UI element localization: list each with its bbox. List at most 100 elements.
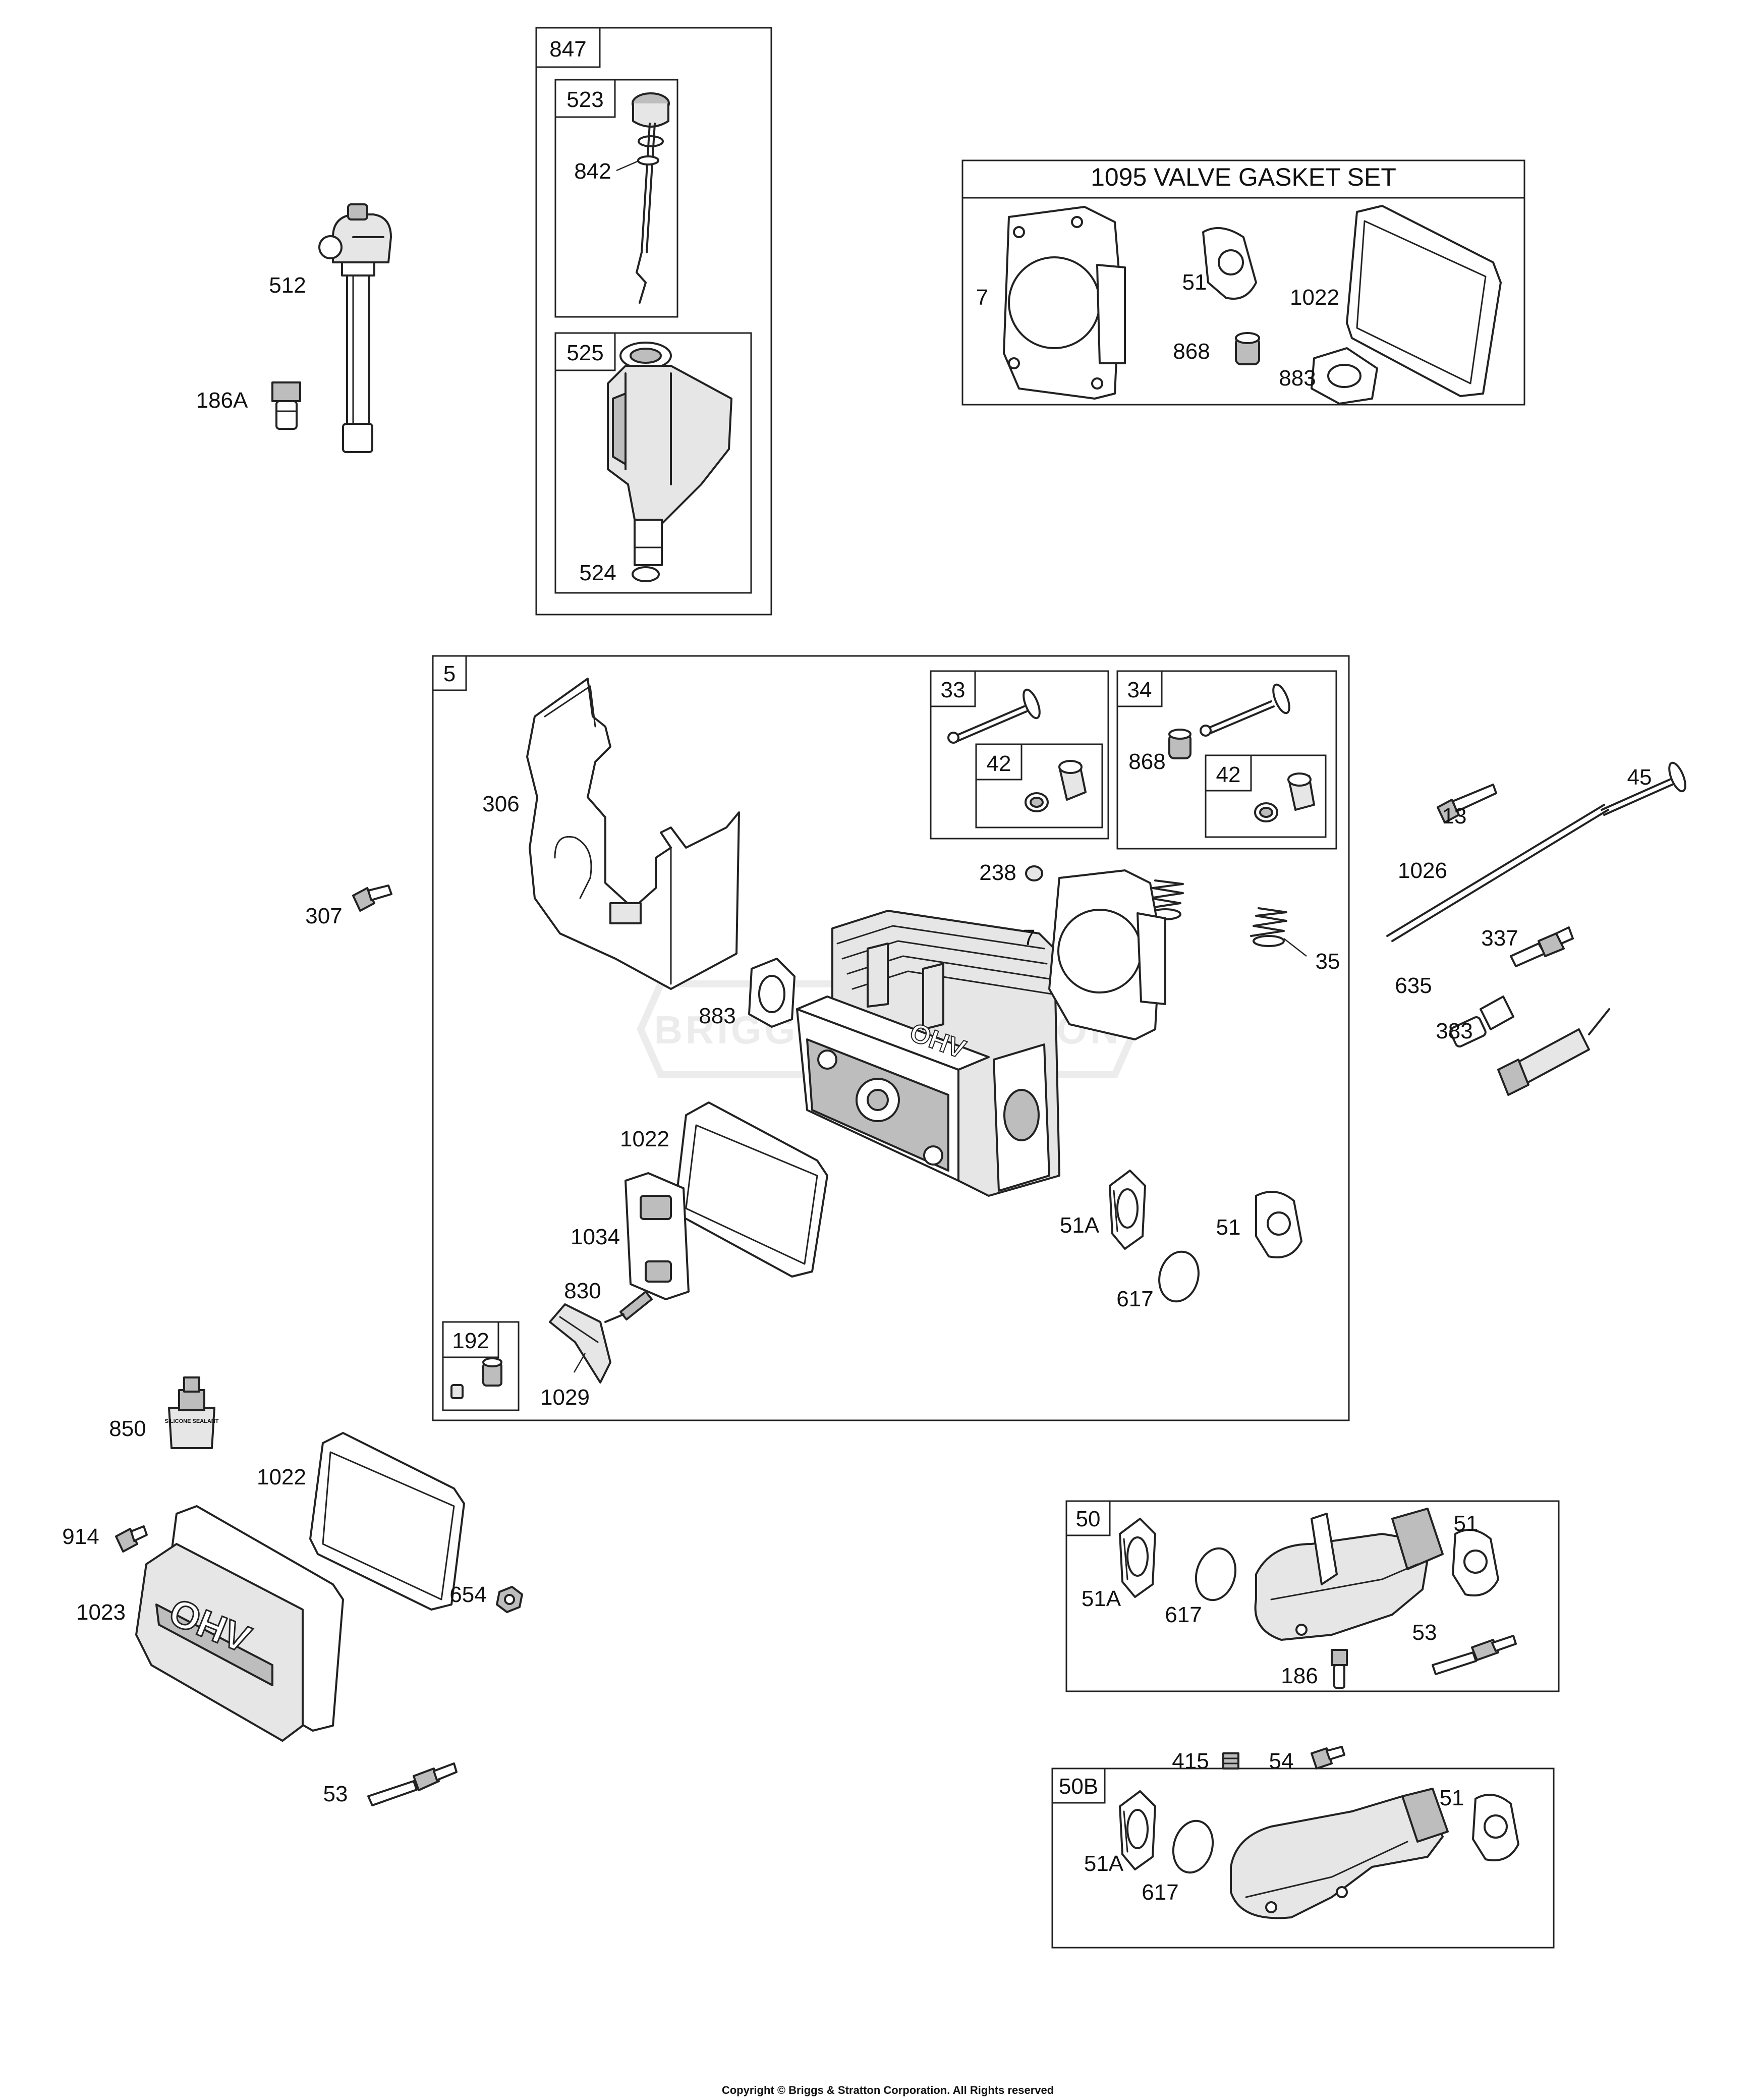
- callout-51-set: 51: [1182, 270, 1207, 295]
- part-523-dipstick: [632, 92, 670, 304]
- box-50-intake-manifold: 50 51A 617 51 53 186: [1065, 1500, 1560, 1692]
- subbox-34: [1116, 670, 1337, 850]
- part-1029-rocker: [549, 1303, 611, 1384]
- part-186-fitting: [1331, 1649, 1348, 1689]
- part-50B-intake-manifold-body: [1230, 1788, 1449, 1919]
- part-51A-gasket-50B: [1119, 1790, 1156, 1870]
- part-830-stud: [604, 1291, 653, 1323]
- subbox-525-tag: 525: [566, 341, 603, 365]
- part-635-spark-plug-boot: [1449, 996, 1514, 1048]
- part-51A-gasket-head: [1109, 1170, 1146, 1250]
- part-7-head-gasket: [1003, 206, 1126, 400]
- part-50-intake-manifold-body: [1254, 1508, 1444, 1641]
- part-51A-gasket-50: [1119, 1518, 1156, 1598]
- callout-307: 307: [305, 904, 342, 928]
- box-1095-valve-gasket-set: 1095 VALVE GASKET SET 7 51 868 883 10: [961, 159, 1525, 406]
- callout-7-head: 7: [1023, 925, 1035, 950]
- callout-635: 635: [1395, 973, 1432, 998]
- part-1034-breather: [625, 1172, 690, 1300]
- part-1023-valve-cover: OHV: [135, 1505, 344, 1742]
- part-13-bolt: [1437, 784, 1497, 823]
- subbox-33-42: [975, 743, 1103, 828]
- part-617-oring-50B: [1172, 1819, 1214, 1874]
- subbox-525: [554, 332, 752, 594]
- callout-51A-50B: 51A: [1084, 1851, 1124, 1876]
- part-1026-push-rod: [1386, 804, 1609, 942]
- callout-1022-lower: 1022: [257, 1465, 306, 1489]
- callout-51-head: 51: [1216, 1215, 1241, 1240]
- part-42-keepers-exhaust: [1254, 772, 1315, 822]
- part-45-intake-valve-loose: [1601, 761, 1686, 816]
- callout-1026: 1026: [1398, 858, 1447, 883]
- box-50-tag: 50: [1076, 1507, 1101, 1531]
- subbox-523-tag: 523: [566, 87, 603, 112]
- part-850-sealant: SILICONE SEALANT: [165, 1376, 219, 1449]
- part-654-nut: [496, 1586, 523, 1613]
- subbox-523: [554, 79, 678, 318]
- copyright-text: Copyright © Briggs & Stratton Corporatio…: [722, 2084, 1054, 2096]
- callout-617-head: 617: [1116, 1287, 1153, 1311]
- callout-51A-50: 51A: [1082, 1586, 1121, 1611]
- callout-1023: 1023: [76, 1600, 126, 1625]
- box-1095-title: 1095 VALVE GASKET SET: [1091, 163, 1396, 191]
- callout-524: 524: [579, 561, 616, 585]
- callout-306: 306: [482, 792, 519, 816]
- callout-53-lower: 53: [323, 1782, 348, 1806]
- part-7-head-gasket-head: [1048, 869, 1166, 1040]
- callout-1029: 1029: [540, 1385, 590, 1410]
- callout-883-head: 883: [699, 1004, 735, 1028]
- part-5-cylinder-head-body: OHV: [796, 910, 1060, 1197]
- callout-842: 842: [574, 159, 611, 184]
- part-192-adjuster: [450, 1357, 502, 1399]
- callout-54: 54: [1269, 1749, 1294, 1774]
- part-53-stud-50: [1432, 1635, 1517, 1675]
- subbox-33: [930, 670, 1109, 840]
- part-306-shroud: [526, 678, 740, 990]
- callout-238: 238: [979, 860, 1016, 885]
- part-415-plug: [1222, 1752, 1239, 1770]
- callout-186: 186: [1281, 1664, 1318, 1688]
- subbox-33-42-tag: 42: [987, 751, 1011, 776]
- box-847-tag: 847: [549, 37, 586, 62]
- callout-7-set: 7: [976, 285, 988, 310]
- callout-883-set: 883: [1279, 366, 1316, 391]
- part-512-dipstick-tube: [318, 203, 392, 453]
- callout-1034: 1034: [571, 1225, 620, 1249]
- part-186A-fitting: [271, 381, 301, 430]
- callout-383: 383: [1436, 1019, 1472, 1043]
- part-35-valve-spring: [1250, 907, 1287, 947]
- subbox-34-tag: 34: [1127, 678, 1152, 702]
- callout-1022-set: 1022: [1290, 285, 1339, 310]
- part-307-bolt: [352, 885, 392, 912]
- box-5-tag: 5: [443, 661, 456, 686]
- part-1022-cover-gasket-head: [675, 1101, 828, 1278]
- callout-51-50: 51: [1454, 1511, 1479, 1536]
- callout-51A-head: 51A: [1060, 1213, 1100, 1238]
- subbox-33-tag: 33: [941, 678, 966, 702]
- callout-1022-head: 1022: [620, 1127, 669, 1151]
- callout-45: 45: [1627, 765, 1652, 790]
- box-847: 847 523 842 525 524: [535, 27, 772, 616]
- callout-35: 35: [1316, 949, 1340, 974]
- callout-337: 337: [1481, 926, 1518, 951]
- part-617-oring-head: [1158, 1250, 1200, 1303]
- callout-654: 654: [449, 1582, 486, 1607]
- box-5-cylinder-head: 5 306 883: [432, 655, 1350, 1421]
- part-1022-cover-gasket-set: [1346, 205, 1502, 397]
- part-525-oil-fill-tube: [607, 342, 732, 566]
- part-34-exhaust-valve: [1200, 683, 1290, 737]
- callout-868-head: 868: [1128, 749, 1165, 774]
- callout-53-50: 53: [1412, 1620, 1437, 1645]
- callout-830: 830: [564, 1279, 601, 1303]
- box-50B-tag: 50B: [1059, 1774, 1098, 1799]
- callout-186A: 186A: [196, 388, 248, 413]
- callout-13: 13: [1442, 804, 1467, 828]
- callout-914: 914: [62, 1524, 99, 1549]
- subbox-34-42-tag: 42: [1216, 762, 1241, 787]
- callout-415: 415: [1172, 1749, 1209, 1774]
- box-50B-intake-manifold: 50B 51A 617 51: [1051, 1767, 1555, 1949]
- part-53-stud-lower: [367, 1762, 458, 1806]
- subbox-192-tag: 192: [452, 1329, 489, 1353]
- part-914-bolt: [115, 1525, 148, 1553]
